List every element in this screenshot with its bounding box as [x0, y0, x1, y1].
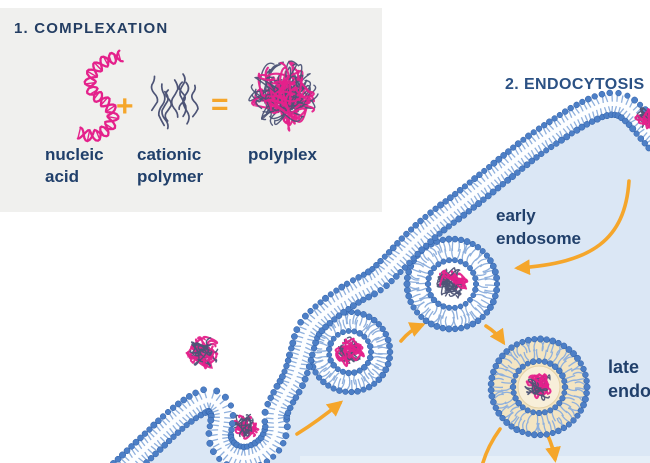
- arrow-vesicle-to-endosome: [399, 322, 426, 343]
- polyplex-tangle-icon: [248, 60, 319, 132]
- equals-operator: =: [211, 88, 229, 121]
- arrow-membrane-to-vesicle: [295, 400, 344, 436]
- arrow-late-down: [545, 434, 561, 463]
- polyplex-label: polyplex: [248, 144, 317, 166]
- late-endosome-line2: endosome: [608, 381, 650, 401]
- early-endosome-line2: endosome: [496, 229, 582, 248]
- complexation-panel: [0, 8, 382, 212]
- free-polyplex: [185, 335, 219, 370]
- nucleic-acid-line1: nucleic: [45, 145, 104, 164]
- early-endosome-line1: early: [496, 206, 536, 225]
- early-endosome-label: early endosome: [496, 204, 581, 250]
- pathway-arrows: [295, 179, 631, 463]
- nucleic-acid-label: nucleic acid: [45, 144, 104, 188]
- arrow-to-early-endosome: [514, 179, 631, 276]
- plasma-membrane: [109, 89, 650, 463]
- complexation-title: 1. COMPLEXATION: [14, 20, 169, 37]
- plus-operator: +: [116, 90, 134, 123]
- polymer-squiggles-icon: [150, 73, 199, 130]
- cationic-polymer-label: cationic polymer: [137, 144, 203, 188]
- endocytosis-title: 2. ENDOCYTOSIS: [505, 76, 645, 93]
- lower-region-boundary: [300, 456, 650, 463]
- cationic-polymer-line1: cationic: [137, 145, 202, 164]
- late-endosome: [487, 335, 591, 439]
- dna-helix-icon: [76, 49, 124, 143]
- polyplex-line1: polyplex: [248, 145, 317, 164]
- membrane-edge-polyplex: [634, 107, 650, 130]
- nucleic-acid-line2: acid: [45, 167, 80, 186]
- late-endosome-line1: late: [608, 357, 640, 377]
- late-endosome-label: late endosome: [608, 355, 650, 403]
- engulfed-polyplex: [233, 413, 260, 440]
- arrow-early-to-late: [484, 324, 506, 346]
- cationic-polymer-line2: polymer: [137, 167, 204, 186]
